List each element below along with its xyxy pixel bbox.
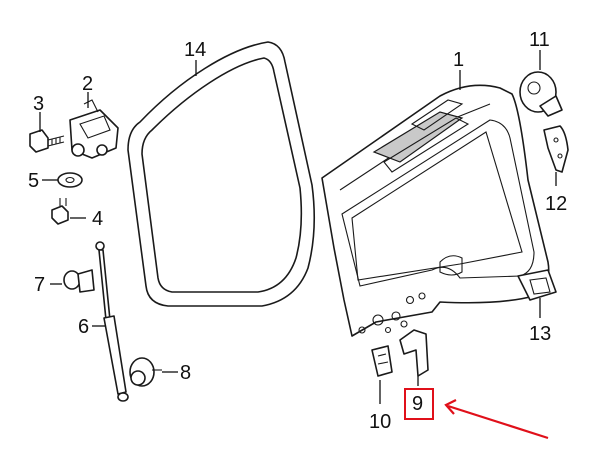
part-5-washer (57, 172, 83, 188)
callout-9: 9 (412, 393, 423, 415)
callout-1: 1 (453, 49, 464, 71)
callout-6: 6 (78, 316, 89, 338)
callout-7: 7 (34, 274, 45, 296)
callout-3: 3 (33, 93, 44, 115)
callout-5: 5 (28, 170, 39, 192)
highlight-box-callout-9 (404, 388, 434, 420)
callout-10: 10 (369, 411, 391, 433)
part-9-bracket (399, 329, 429, 377)
callout-11: 11 (529, 29, 550, 51)
part-10-hinge-bracket (371, 345, 393, 377)
part-14-weatherstrip-seal (127, 41, 316, 307)
callout-13: 13 (529, 323, 551, 345)
part-13-striker-cover (517, 269, 557, 301)
part-4-bolt (51, 198, 69, 225)
part-7-clip (63, 269, 95, 293)
callout-8: 8 (180, 362, 191, 384)
part-3-bolt (29, 129, 65, 153)
part-1-liftgate-panel (321, 84, 550, 337)
callout-14: 14 (184, 39, 206, 61)
part-2-hinge (69, 99, 119, 159)
part-6-support-strut (95, 241, 129, 402)
callout-4: 4 (92, 208, 103, 230)
callout-labels: 1 2 3 4 5 6 7 8 9 10 11 12 13 14 (28, 29, 567, 433)
part-12-bracket (543, 125, 569, 173)
red-pointer-arrow (444, 399, 549, 440)
part-11-latch-actuator (519, 71, 563, 117)
callout-12: 12 (545, 193, 567, 215)
callout-2: 2 (82, 73, 93, 95)
part-8-ball-stud (129, 357, 162, 387)
leader-lines (39, 50, 557, 404)
